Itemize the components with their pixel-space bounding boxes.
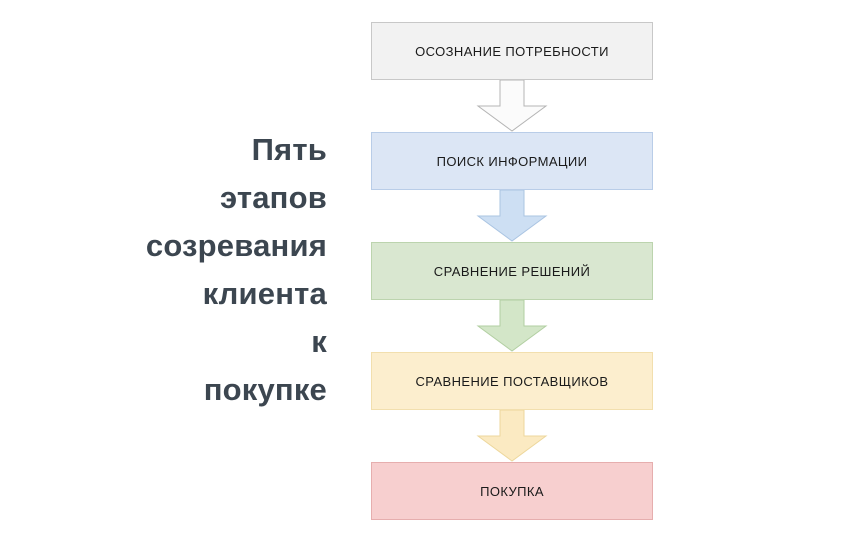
flow-stage-purchase[interactable]: ПОКУПКА <box>371 462 653 520</box>
flow-connector-1 <box>371 80 653 132</box>
down-arrow-icon <box>476 300 548 352</box>
flow-stage-vendor-comparison[interactable]: СРАВНЕНИЕ ПОСТАВЩИКОВ <box>371 352 653 410</box>
flow-connector-2 <box>371 190 653 242</box>
down-arrow-icon <box>476 410 548 462</box>
flow-stage-information-search[interactable]: ПОИСК ИНФОРМАЦИИ <box>371 132 653 190</box>
flow-stage-label: СРАВНЕНИЕ РЕШЕНИЙ <box>433 263 591 279</box>
flow-stage-label: СРАВНЕНИЕ ПОСТАВЩИКОВ <box>415 373 609 389</box>
flow-stage-label: ПОКУПКА <box>480 483 544 499</box>
flow-stage-awareness[interactable]: ОСОЗНАНИЕ ПОТРЕБНОСТИ <box>371 22 653 80</box>
flow-stage-label: ОСОЗНАНИЕ ПОТРЕБНОСТИ <box>415 43 609 59</box>
flow-connector-3 <box>371 300 653 352</box>
down-arrow-icon <box>476 190 548 242</box>
flow-stage-label: ПОИСК ИНФОРМАЦИИ <box>436 153 588 169</box>
down-arrow-icon <box>476 80 548 132</box>
customer-journey-flow: ОСОЗНАНИЕ ПОТРЕБНОСТИ ПОИСК ИНФОРМАЦИИ С… <box>371 22 653 520</box>
flow-stage-solution-comparison[interactable]: СРАВНЕНИЕ РЕШЕНИЙ <box>371 242 653 300</box>
flow-connector-4 <box>371 410 653 462</box>
diagram-title: Пять этапов созревания клиента к покупке <box>145 132 327 407</box>
